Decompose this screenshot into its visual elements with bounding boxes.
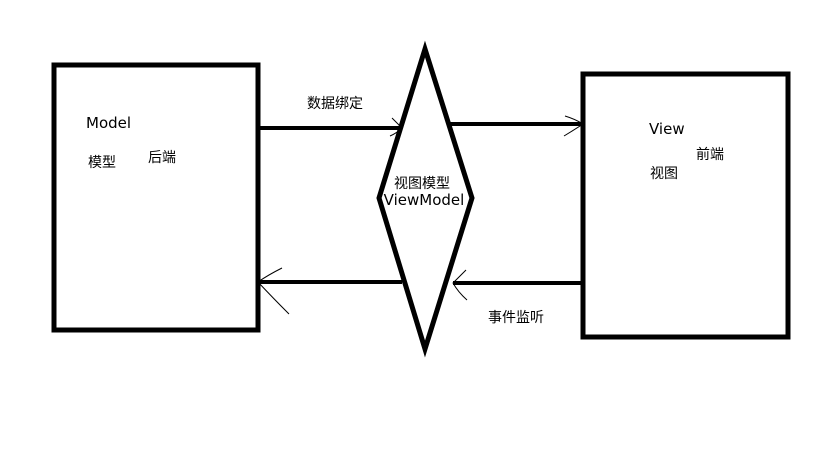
model-title: Model (86, 114, 132, 132)
event-listening-label: 事件监听 (488, 310, 544, 326)
viewmodel-label-zh: 视图模型 (394, 176, 450, 192)
backend-label: 后端 (148, 150, 176, 166)
view-title: View (649, 120, 685, 138)
view-box (580, 71, 791, 340)
model-subtitle: 模型 (88, 155, 116, 171)
model-box (51, 62, 261, 333)
data-binding-label: 数据绑定 (307, 96, 363, 112)
arrow-viewmodel-to-model (257, 267, 402, 315)
view-subtitle: 视图 (650, 166, 678, 182)
viewmodel-label-en: ViewModel (383, 191, 465, 209)
frontend-label: 前端 (696, 147, 724, 163)
arrow-view-to-viewmodel (452, 269, 583, 301)
arrow-viewmodel-to-view (448, 115, 584, 137)
arrow-model-to-viewmodel (258, 117, 403, 137)
viewmodel-diamond (376, 40, 475, 358)
